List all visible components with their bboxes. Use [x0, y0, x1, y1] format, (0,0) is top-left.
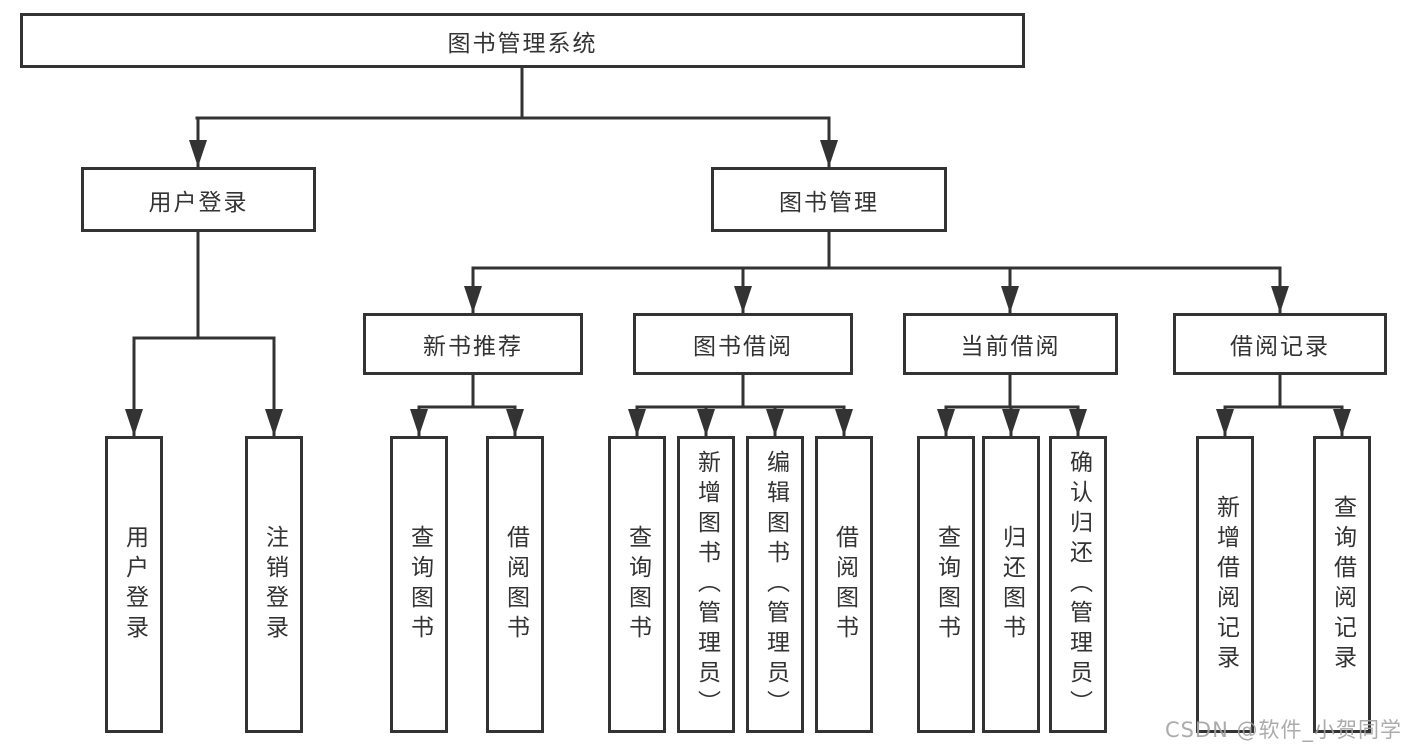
node-borrow-records: 借阅记录	[1173, 313, 1387, 375]
leaf-borrow-books-recommend: 借阅图书	[486, 436, 544, 733]
leaf-borrow-books-recommend-label: 借阅图书	[502, 524, 529, 645]
leaf-query-borrow-record: 查询借阅记录	[1313, 436, 1371, 733]
leaf-query-books-borrowing: 查询图书	[608, 436, 666, 733]
leaf-return-books-label: 归还图书	[998, 524, 1025, 645]
leaf-return-books: 归还图书	[982, 436, 1040, 733]
leaf-user-login-label: 用户登录	[121, 524, 148, 645]
leaf-logout-label: 注销登录	[261, 524, 288, 645]
node-user-login-label: 用户登录	[148, 189, 249, 216]
leaf-edit-book-admin-label: 编辑图书（管理员）	[762, 449, 789, 720]
node-root-label: 图书管理系统	[447, 30, 598, 57]
csdn-watermark: CSDN @软件_小贺同学	[1164, 718, 1402, 742]
node-book-borrowing: 图书借阅	[633, 313, 853, 375]
node-root: 图书管理系统	[20, 13, 1025, 68]
node-user-login: 用户登录	[81, 167, 316, 232]
node-book-management: 图书管理	[711, 167, 947, 232]
leaf-add-borrow-record: 新增借阅记录	[1196, 436, 1254, 733]
node-book-management-label: 图书管理	[779, 189, 879, 216]
leaf-add-book-admin-label: 新增图书（管理员）	[693, 449, 720, 720]
node-current-borrowing-label: 当前借阅	[960, 334, 1061, 360]
leaf-add-book-admin: 新增图书（管理员）	[677, 436, 735, 733]
leaf-query-books-borrowing-label: 查询图书	[624, 524, 651, 645]
node-current-borrowing: 当前借阅	[903, 313, 1118, 375]
leaf-edit-book-admin: 编辑图书（管理员）	[746, 436, 804, 733]
leaf-query-books-recommend: 查询图书	[390, 436, 448, 733]
leaf-borrow-books-borrowing-label: 借阅图书	[831, 524, 858, 645]
leaf-query-books-recommend-label: 查询图书	[406, 524, 433, 645]
leaf-query-books-current-label: 查询图书	[933, 524, 960, 645]
leaf-user-login: 用户登录	[105, 436, 163, 733]
leaf-confirm-return-admin: 确认归还（管理员）	[1049, 436, 1107, 733]
leaf-borrow-books-borrowing: 借阅图书	[815, 436, 873, 733]
leaf-logout: 注销登录	[245, 436, 303, 733]
leaf-query-borrow-record-label: 查询借阅记录	[1329, 494, 1356, 675]
leaf-query-books-current: 查询图书	[917, 436, 975, 733]
node-new-book-recommend: 新书推荐	[363, 313, 583, 375]
leaf-add-borrow-record-label: 新增借阅记录	[1212, 494, 1239, 675]
node-book-borrowing-label: 图书借阅	[693, 334, 793, 360]
node-borrow-records-label: 借阅记录	[1230, 334, 1330, 360]
node-new-book-recommend-label: 新书推荐	[423, 334, 523, 360]
leaf-confirm-return-admin-label: 确认归还（管理员）	[1065, 449, 1092, 720]
